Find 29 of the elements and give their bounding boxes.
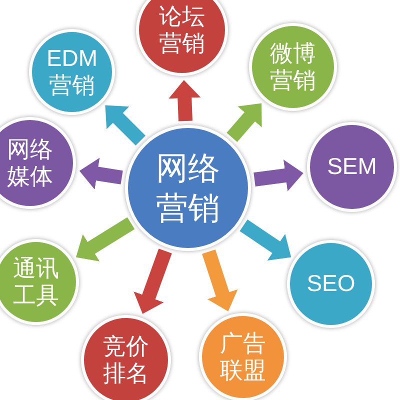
topic-circle [136, 0, 228, 76]
arrow [79, 158, 123, 190]
arrow [226, 103, 262, 142]
arrow [105, 105, 146, 146]
topic-circle [0, 239, 79, 325]
node-label: 通讯工具 [12, 254, 60, 310]
topic-circle [81, 315, 171, 400]
arrow [134, 248, 172, 314]
node-label: 广告联盟 [219, 330, 267, 384]
topic-circle [0, 117, 76, 209]
hub-circle [125, 125, 251, 251]
arrow [168, 80, 201, 122]
topic-circle [199, 313, 287, 400]
node-label: 网络媒体 [6, 136, 54, 190]
node-label: 网络营销 [154, 149, 221, 228]
topic-circle [307, 122, 397, 212]
node-label: 论坛营销 [158, 2, 206, 58]
topic-circle [249, 23, 337, 111]
arrow [254, 160, 304, 192]
node-label: SEO [306, 270, 356, 298]
node-label: 竞价排名 [102, 332, 150, 388]
node-label: 微博营销 [269, 40, 317, 94]
node-label: EDM营销 [45, 44, 99, 100]
arrow [240, 220, 292, 260]
topic-circle [29, 29, 115, 115]
topic-circle [287, 240, 375, 328]
arrow [202, 250, 238, 312]
node-label: SEM [327, 153, 377, 181]
arrow [76, 217, 135, 262]
